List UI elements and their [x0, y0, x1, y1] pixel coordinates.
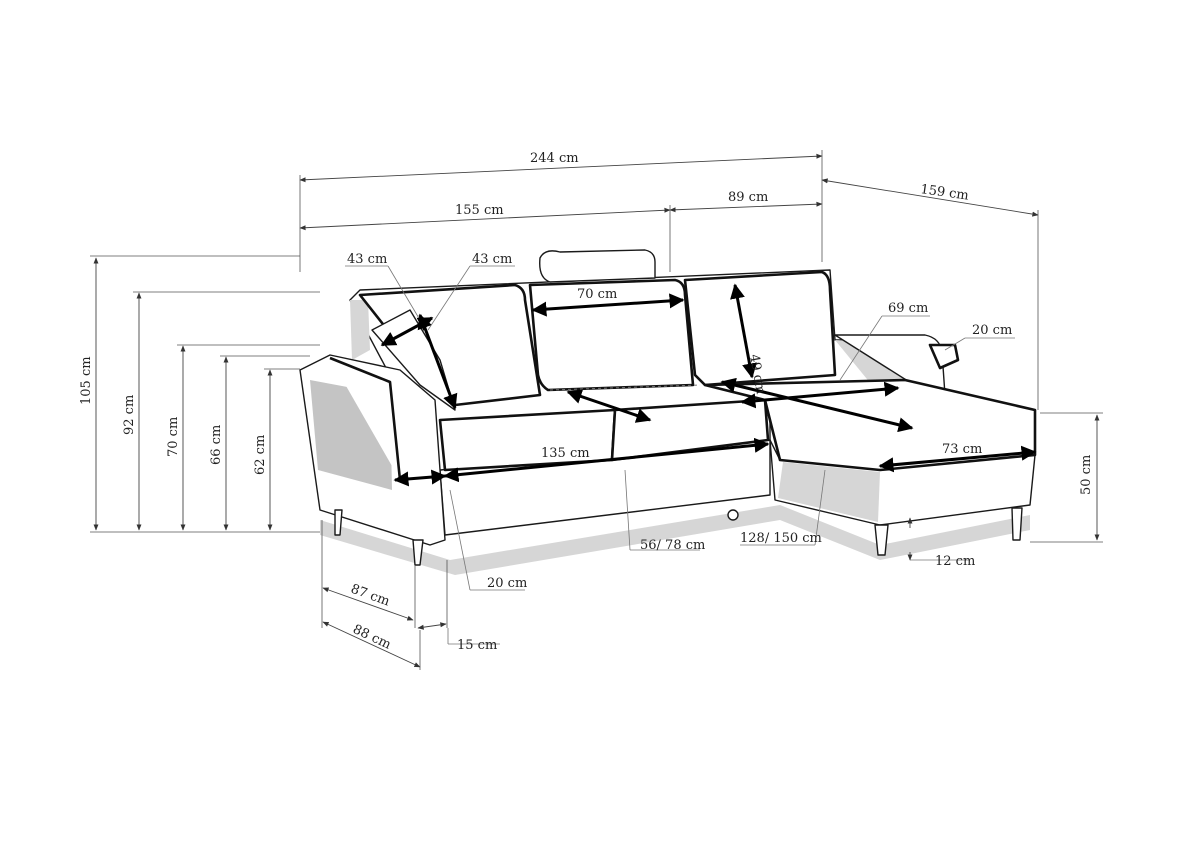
label-height-105: 105 cm: [79, 356, 94, 405]
dimension-lines: [90, 150, 1103, 670]
label-pillow-width: 43 cm: [347, 252, 387, 267]
floor-shadow: [320, 505, 1030, 575]
leg-3: [874, 524, 889, 556]
label-height-62: 62 cm: [253, 435, 268, 475]
label-depth-88: 88 cm: [350, 622, 393, 653]
label-arm-left: 20 cm: [487, 576, 527, 591]
label-chaise-width: 89 cm: [728, 190, 768, 205]
right-arm-end: [928, 343, 960, 370]
headrest: [539, 249, 656, 283]
back-left-shade: [350, 300, 370, 360]
label-bed-length: 128/ 150 cm: [740, 531, 822, 546]
chaise-side-shade: [778, 462, 880, 522]
caster-wheel: [727, 509, 739, 521]
sofa-drawing: [299, 249, 1037, 575]
label-leg-15: 15 cm: [457, 638, 497, 653]
label-pillow-height: 43 cm: [472, 252, 512, 267]
label-depth-87: 87 cm: [349, 582, 392, 610]
label-height-70: 70 cm: [166, 417, 181, 457]
label-height-66: 66 cm: [209, 425, 224, 465]
left-arm-edge: [329, 356, 402, 481]
label-seat-height: 50 cm: [1079, 455, 1094, 495]
right-arm: [834, 334, 946, 396]
label-main-width: 155 cm: [455, 203, 504, 218]
label-seat-width: 135 cm: [541, 446, 590, 461]
dimension-labels: 244 cm 155 cm 89 cm 159 cm 105 cm 92 cm …: [79, 151, 1094, 653]
leg-1: [334, 509, 343, 536]
label-chaise-inner: 69 cm: [888, 301, 928, 316]
label-leg-height: 12 cm: [935, 554, 975, 569]
label-cushion-height: 49 cm: [746, 353, 768, 395]
label-total-width: 244 cm: [530, 151, 579, 166]
leg-2: [412, 539, 424, 566]
leg-4: [1011, 507, 1023, 541]
label-seat-depth: 56/ 78 cm: [640, 538, 705, 553]
label-arm-right: 20 cm: [972, 323, 1012, 338]
label-chaise-depth: 159 cm: [919, 182, 969, 204]
label-chaise-seat-width: 73 cm: [942, 442, 982, 457]
sleeper-line: [549, 384, 701, 391]
label-height-92: 92 cm: [122, 395, 137, 435]
label-headrest-width: 70 cm: [577, 287, 617, 302]
